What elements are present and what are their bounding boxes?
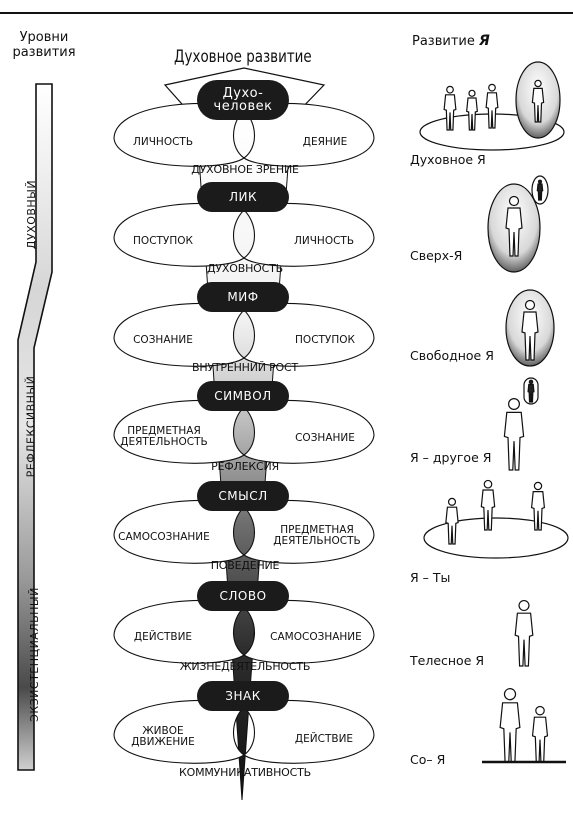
stage-super-ego: Сверх-Я (410, 248, 463, 263)
levels-title: Уровни развития (12, 30, 76, 60)
right-title: Развитие Я (412, 33, 490, 49)
aura-oval (531, 175, 549, 205)
band-label-existential: ЭКЗИСТЕНЦИАЛЬНЫЙ (27, 587, 41, 722)
node-meaning: СМЫСЛ (197, 481, 289, 511)
human-figure (503, 398, 525, 471)
petal-right-3: ПОСТУПОК (295, 334, 355, 346)
petal-left-4: ПРЕДМЕТНАЯ ДЕЯТЕЛЬНОСТЬ (120, 425, 208, 448)
band-label-reflexive: РЕФЛЕКСИВНЫЙ (24, 375, 38, 478)
human-figure (531, 705, 549, 763)
petal-loop-6-right (243, 599, 375, 664)
human-figure (514, 599, 534, 667)
petal-right-4: СОЗНАНИЕ (295, 432, 355, 444)
self-figures (419, 61, 569, 764)
node-spirit-human: Духо- человек (197, 80, 289, 120)
human-figure (521, 299, 539, 361)
human-figure (485, 83, 499, 129)
petal-right-2: ЛИЧНОСТЬ (293, 235, 355, 247)
node-sign: ЗНАК (197, 681, 289, 711)
petal-loop-4-left (113, 399, 245, 464)
petal-loop-1-right (243, 102, 375, 167)
aura-oval (423, 517, 569, 559)
node-face: ЛИК (197, 182, 289, 212)
petal-group (113, 102, 375, 764)
node-symbol: СИМВОЛ (197, 381, 289, 411)
petal-loop-5-left (113, 499, 245, 564)
level-life-activity: ЖИЗНЕДЕЯТЕЛЬНОСТЬ (179, 660, 311, 673)
petal-loop-2-right (243, 202, 375, 267)
petal-left-5: САМОСОЗНАНИЕ (118, 531, 210, 543)
human-figure (499, 688, 521, 763)
human-figure (505, 195, 523, 257)
stage-self-you: Я – Ты (410, 570, 451, 585)
stage-co-self: Со– Я (410, 752, 446, 767)
level-behavior: ПОВЕДЕНИЕ (210, 559, 280, 572)
stage-free-self: Свободное Я (410, 348, 494, 363)
petal-right-6: САМОСОЗНАНИЕ (270, 631, 362, 643)
human-figure (445, 497, 459, 545)
petal-loop-3-right (243, 302, 375, 367)
level-communicativeness: КОММУНИКАТИВНОСТЬ (179, 766, 311, 779)
petal-loop-3-left (113, 302, 245, 367)
right-title-prefix: Развитие (412, 34, 475, 49)
right-title-symbol: Я (479, 33, 490, 49)
petal-left-6: ДЕЙСТВИЕ (133, 631, 193, 643)
stage-bodily-self: Телесное Я (410, 653, 485, 668)
node-myth: МИФ (197, 282, 289, 312)
center-title: Духовное развитие (174, 47, 312, 67)
band-label-spiritual: ДУХОВНЫЙ (25, 179, 39, 250)
petal-left-1: ЛИЧНОСТЬ (132, 136, 194, 148)
human-figure (536, 179, 544, 201)
petal-loop-5-right (243, 499, 375, 564)
petal-right-7: ДЕЙСТВИЕ (294, 733, 354, 745)
level-inner-growth: ВНУТРЕННИЙ РОСТ (191, 361, 298, 374)
human-figure (480, 479, 496, 531)
petal-loop-7-right (243, 699, 375, 764)
level-spirituality: ДУХОВНОСТЬ (207, 262, 283, 275)
human-figure (530, 481, 546, 531)
stage-spiritual-self: Духовное Я (410, 152, 486, 167)
human-figure (527, 379, 535, 403)
petal-right-5: ПРЕДМЕТНАЯ ДЕЯТЕЛЬНОСТЬ (273, 524, 361, 547)
petal-loop-7-left (113, 699, 245, 764)
levels-band-shape (17, 83, 53, 771)
stage-self-other: Я – другое Я (410, 450, 492, 465)
human-figure (466, 89, 478, 131)
top-rule (0, 12, 573, 14)
petal-loop-2-left (113, 202, 245, 267)
level-reflection: РЕФЛЕКСИЯ (211, 460, 279, 473)
node-word: СЛОВО (197, 581, 289, 611)
petal-loop-6-left (113, 599, 245, 664)
petal-left-2: ПОСТУПОК (133, 235, 193, 247)
petal-right-1: ДЕЯНИЕ (302, 136, 348, 148)
petal-left-3: СОЗНАНИЕ (133, 334, 193, 346)
petal-left-7: ЖИВОЕ ДВИЖЕНИЕ (131, 725, 195, 748)
level-spiritual-vision: ДУХОВНОЕ ЗРЕНИЕ (191, 163, 299, 176)
human-figure (443, 85, 457, 131)
petal-loop-4-right (243, 399, 375, 464)
human-figure (531, 79, 545, 123)
